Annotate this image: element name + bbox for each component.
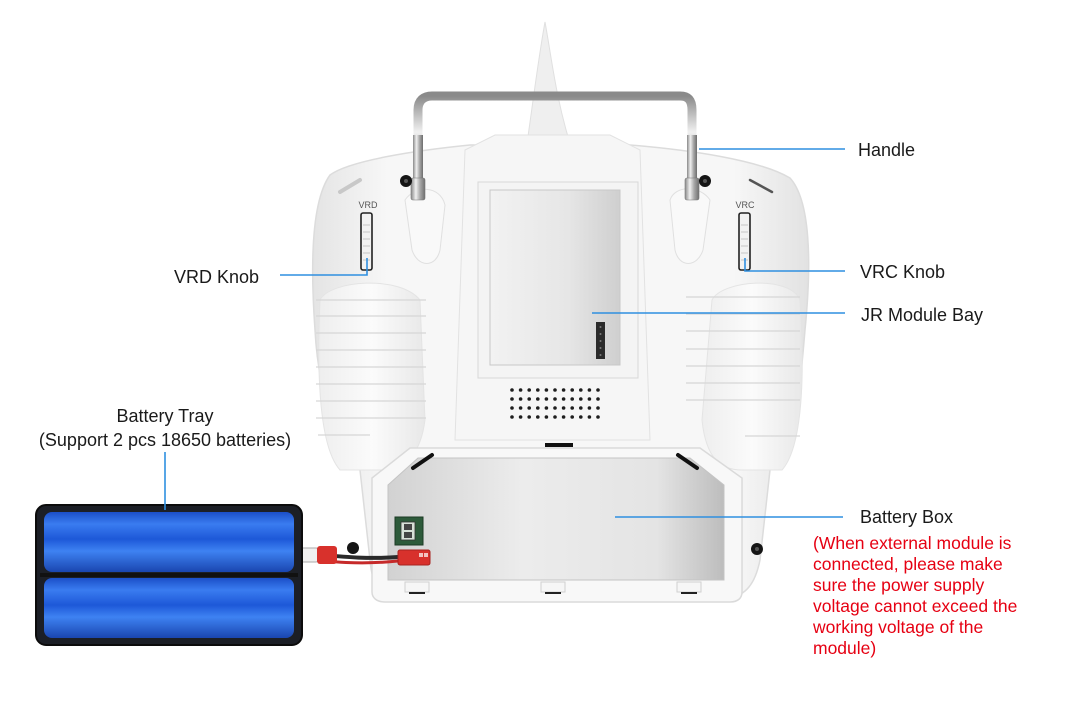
- grille-hole: [579, 415, 583, 419]
- grille-hole: [510, 388, 514, 392]
- grille-hole: [527, 388, 531, 392]
- grille-hole: [587, 397, 592, 401]
- grille-hole: [596, 388, 600, 392]
- grille-hole: [536, 406, 540, 410]
- grille-hole: [527, 406, 531, 410]
- grille-hole: [544, 415, 549, 419]
- grille-hole: [536, 388, 540, 392]
- grille-hole: [561, 388, 566, 392]
- grille-hole: [587, 406, 592, 410]
- grille-hole: [570, 397, 574, 401]
- handle-left-post: [413, 135, 423, 195]
- vrc-knob-label: VRC Knob: [860, 262, 946, 282]
- grille-hole: [561, 406, 566, 410]
- warning-line: voltage cannot exceed the: [813, 596, 1018, 616]
- jr-module-bay-label: JR Module Bay: [861, 305, 984, 325]
- warning-line: module): [813, 638, 877, 658]
- jst-plug-box-side: [397, 549, 431, 566]
- grille-hole: [570, 406, 574, 410]
- vrd-knob-leader: [280, 258, 368, 276]
- grille-hole: [570, 415, 574, 419]
- grille-hole: [596, 415, 600, 419]
- leader-lines: [164, 148, 845, 518]
- battery-cell-2: [44, 578, 294, 638]
- warning-line: working voltage of the: [813, 617, 984, 637]
- grille-hole: [553, 397, 557, 401]
- grille-hole: [527, 397, 531, 401]
- left-grip: [318, 282, 426, 471]
- grille-hole: [561, 415, 566, 419]
- battery-tray: [35, 504, 303, 646]
- grille-hole: [587, 388, 592, 392]
- grille-hole: [579, 388, 583, 392]
- grille-hole: [536, 397, 540, 401]
- grille-hole: [518, 388, 523, 392]
- right-stick-mount: [669, 188, 711, 264]
- grille-hole: [561, 397, 566, 401]
- battery-tray-title: Battery Tray: [116, 406, 214, 426]
- warning-line: (When external module is: [813, 533, 1012, 553]
- handle-right-post: [687, 135, 697, 195]
- warning-line: connected, please make: [813, 554, 1003, 574]
- grille-hole: [518, 415, 523, 419]
- grille-hole: [553, 388, 557, 392]
- grille-hole: [579, 397, 583, 401]
- grille-hole: [510, 415, 514, 419]
- battery-cell-1: [44, 512, 294, 572]
- right-grip: [701, 282, 803, 471]
- battery-box-cavity: [387, 457, 725, 581]
- grille-hole: [553, 406, 557, 410]
- grille-hole: [587, 415, 592, 419]
- vrd-engraved-label: VRD: [358, 200, 378, 210]
- grille-hole: [544, 397, 549, 401]
- grille-hole: [527, 415, 531, 419]
- battery-box-warning: (When external module is connected, plea…: [813, 533, 1017, 659]
- handle-bar: [413, 91, 697, 186]
- grille-hole: [544, 388, 549, 392]
- grille-hole: [596, 397, 600, 401]
- warning-line: sure the power supply: [813, 575, 985, 595]
- grille-hole: [570, 388, 574, 392]
- speaker-grille: [510, 388, 600, 419]
- grille-hole: [579, 406, 583, 410]
- vrd-knob-label: VRD Knob: [174, 267, 260, 287]
- grille-hole: [553, 415, 557, 419]
- left-grip-ridges: [316, 299, 426, 436]
- vrc-knob-leader: [744, 258, 845, 272]
- right-grip-ridges: [686, 296, 800, 437]
- grille-hole: [510, 397, 514, 401]
- battery-box-label: Battery Box: [860, 507, 954, 527]
- handle-label: Handle: [858, 140, 916, 160]
- grille-hole: [518, 406, 523, 410]
- grille-hole: [536, 415, 540, 419]
- grille-hole: [518, 397, 523, 401]
- grille-hole: [510, 406, 514, 410]
- grille-hole: [596, 406, 600, 410]
- vrc-engraved-label: VRC: [735, 200, 755, 210]
- antenna: [525, 21, 573, 151]
- battery-tray-note: (Support 2 pcs 18650 batteries): [38, 430, 292, 450]
- grille-hole: [544, 406, 549, 410]
